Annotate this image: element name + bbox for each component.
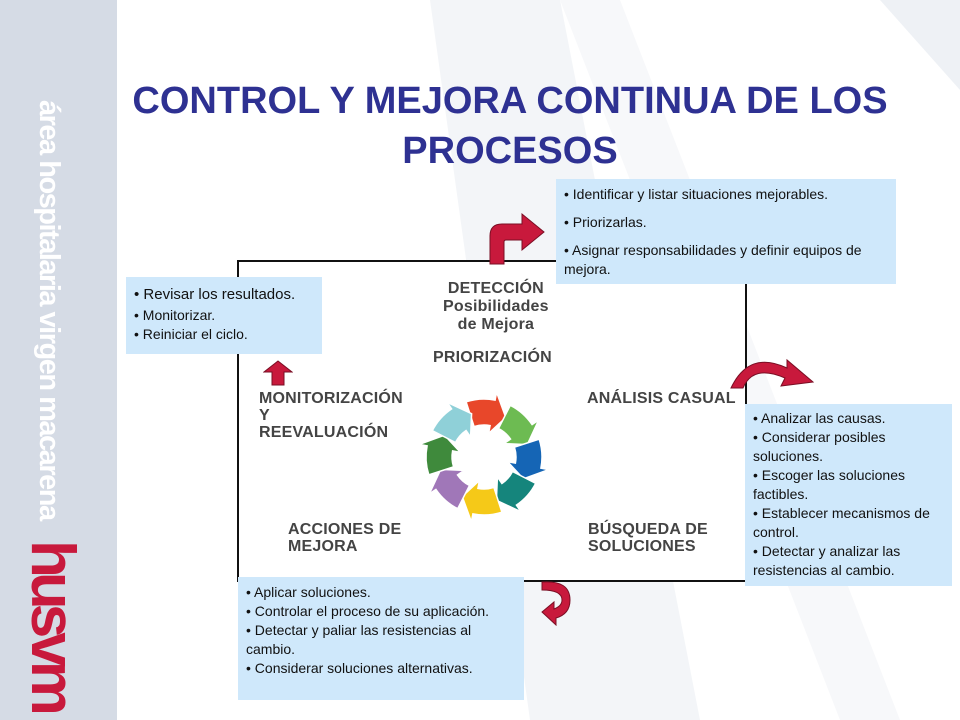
label-busqueda-line1: BÚSQUEDA DE [588, 521, 708, 538]
sidebar-text: área hospitalaria virgen macarena [33, 100, 65, 520]
callout-right-item-2: • Considerar posibles soluciones. [753, 429, 886, 464]
label-monitorizacion: MONITORIZACIÓN Y REEVALUACIÓN [259, 390, 403, 441]
label-acciones-line2: MEJORA [288, 538, 358, 555]
arrow-up-icon [263, 360, 293, 386]
callout-deteccion: • Identificar y listar situaciones mejor… [556, 179, 896, 284]
cycle-arrows [416, 389, 552, 525]
callout-bottom-item-4: • Considerar soluciones alternativas. [246, 660, 473, 676]
label-busqueda: BÚSQUEDA DE SOLUCIONES [588, 521, 708, 555]
cycle-diagram [416, 389, 552, 525]
label-acciones: ACCIONES DE MEJORA [288, 521, 401, 555]
callout-top-item-3: • Asignar responsabilidades y definir eq… [564, 242, 862, 277]
label-deteccion-line3: de Mejora [457, 316, 535, 333]
arrow-up-right-icon [489, 212, 545, 265]
label-busqueda-line2: SOLUCIONES [588, 538, 696, 555]
cycle-arrow-6 [427, 468, 471, 510]
callout-acciones: • Aplicar soluciones. • Controlar el pro… [238, 577, 524, 700]
callout-right-item-4: • Establecer mecanismos de control. [753, 505, 930, 540]
cycle-arrow-2 [497, 404, 541, 446]
label-monitorizacion-line2: Y [259, 407, 270, 424]
arrow-curve-right-icon [730, 358, 815, 389]
label-deteccion-line1: DETECCIÓN [447, 280, 544, 297]
callout-right-item-1: • Analizar las causas. [753, 410, 886, 426]
callout-left-item-1: • Revisar los resultados. [134, 286, 296, 303]
callout-monitorizacion: • Revisar los resultados. • Monitorizar.… [126, 277, 322, 354]
page-title: CONTROL Y MEJORA CONTINUA DE LOS PROCESO… [132, 80, 888, 172]
label-acciones-line1: ACCIONES DE [288, 521, 402, 538]
label-analisis: ANÁLISIS CASUAL [587, 390, 736, 407]
label-monitorizacion-line1: MONITORIZACIÓN [259, 390, 403, 407]
label-priorizacion: PRIORIZACIÓN [433, 349, 552, 366]
callout-bottom-item-3: • Detectar y paliar las resistencias al … [246, 622, 472, 657]
callout-analisis: • Analizar las causas. • Considerar posi… [745, 404, 952, 586]
callout-bottom-item-1: • Aplicar soluciones. [246, 584, 371, 600]
label-deteccion: DETECCIÓN Posibilidades de Mejora [443, 280, 549, 334]
callout-left-item-3: • Reiniciar el ciclo. [134, 326, 248, 342]
label-monitorizacion-line3: REEVALUACIÓN [259, 424, 389, 441]
sidebar: área hospitalaria virgen macarena husvm [0, 0, 117, 720]
callout-bottom-item-2: • Controlar el proceso de su aplicación. [246, 603, 490, 619]
callout-left-item-2: • Monitorizar. [134, 307, 216, 323]
callout-top-item-1: • Identificar y listar situaciones mejor… [564, 186, 829, 202]
logo-text: husvm [22, 540, 80, 713]
label-deteccion-line2: Posibilidades [443, 298, 549, 315]
cycle-arrow-4 [495, 470, 537, 514]
callout-top-item-2: • Priorizarlas. [564, 214, 647, 230]
arrow-curve-down-icon [541, 581, 571, 626]
logo: husvm [22, 540, 80, 713]
callout-right-item-5: • Detectar y analizar las resistencias a… [753, 543, 901, 578]
cycle-arrow-8 [431, 400, 473, 444]
callout-right-item-3: • Escoger las soluciones factibles. [753, 467, 905, 502]
